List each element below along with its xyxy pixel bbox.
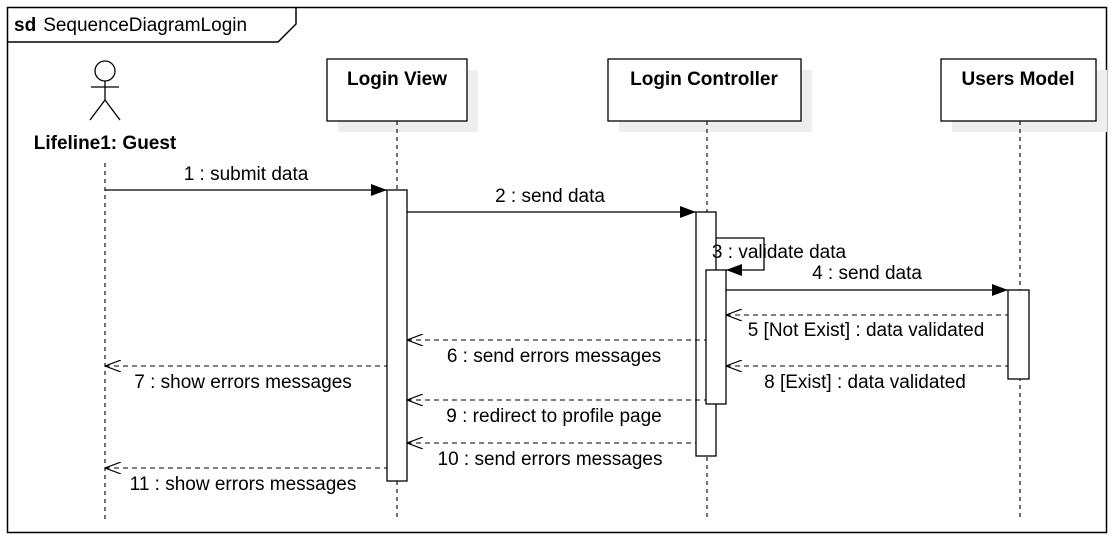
- message-1-label: 1 : submit data: [184, 164, 309, 185]
- message-6-label: 6 : send errors messages: [447, 346, 661, 367]
- lifeline-head-login-view: Login View: [326, 58, 478, 132]
- lifeline-head-login-controller: Login Controller: [607, 58, 812, 132]
- lifeline-label-users-model: Users Model: [962, 69, 1075, 90]
- stick-figure-icon: [89, 60, 121, 121]
- actor-label-guest: Lifeline1: Guest: [34, 133, 177, 154]
- activation-login-view: [386, 189, 408, 482]
- lifeline-label-login-view: Login View: [347, 69, 447, 90]
- message-3-label: 3 : validate data: [712, 242, 847, 263]
- actor-guest: Lifeline1: Guest: [34, 60, 177, 154]
- message-4-label: 4 : send data: [812, 263, 922, 284]
- message-7-label: 7 : show errors messages: [134, 372, 352, 393]
- message-11-label: 11 : show errors messages: [130, 474, 357, 495]
- lifeline-head-users-model: Users Model: [940, 58, 1107, 132]
- activation-users-model: [1007, 289, 1030, 380]
- activation-login-controller-nested: [705, 269, 727, 405]
- lifeline-label-login-controller: Login Controller: [630, 69, 778, 90]
- message-9-label: 9 : redirect to profile page: [446, 406, 661, 427]
- message-2-label: 2 : send data: [495, 186, 605, 207]
- message-5-label: 5 [Not Exist] : data validated: [748, 320, 985, 341]
- message-8-label: 8 [Exist] : data validated: [764, 372, 966, 393]
- message-3-arrow: [716, 237, 765, 276]
- message-10-label: 10 : send errors messages: [438, 449, 663, 470]
